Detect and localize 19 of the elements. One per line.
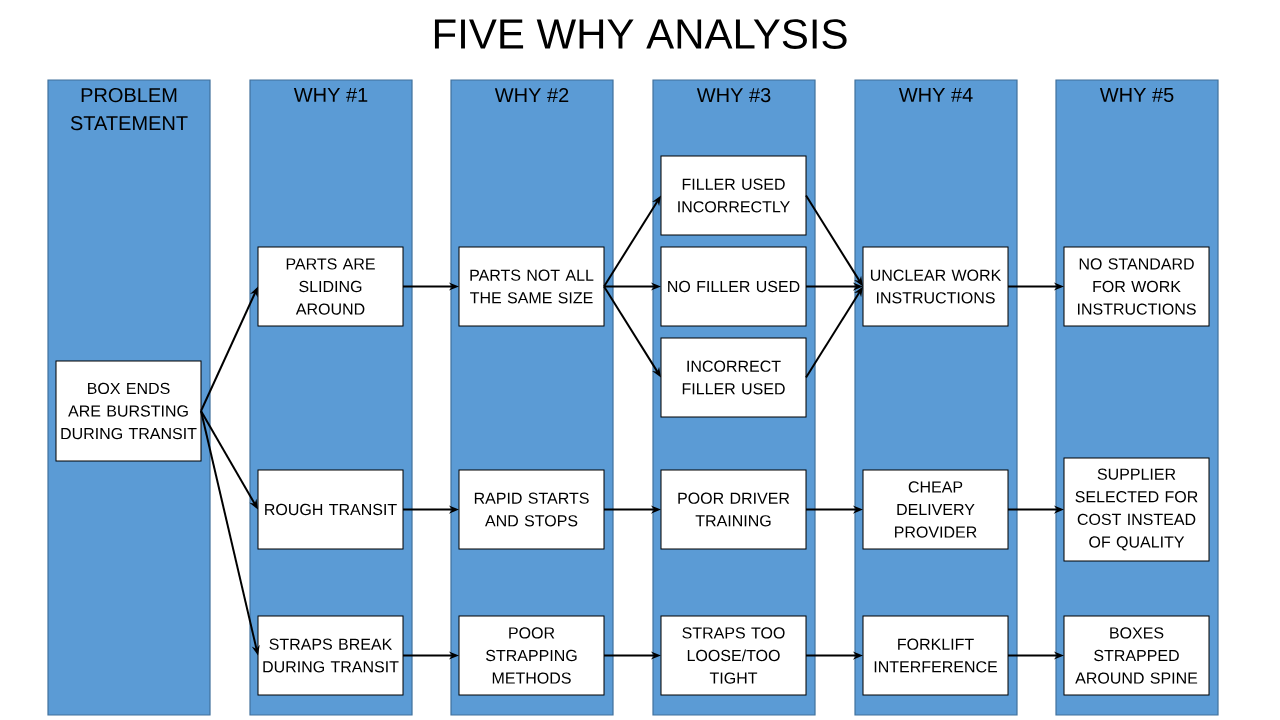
process-box: BOXES STRAPPED AROUND SPINE <box>1063 615 1210 696</box>
process-box: STRAPS BREAK DURING TRANSIT <box>257 615 404 696</box>
process-box: PARTS ARE SLIDING AROUND <box>257 246 404 327</box>
process-box: BOX ENDS ARE BURSTING DURING TRANSIT <box>55 360 202 462</box>
process-box: NO FILLER USED <box>660 246 807 327</box>
title: FIVE WHY ANALYSIS <box>434 19 847 49</box>
process-box: RAPID STARTS AND STOPS <box>458 469 605 550</box>
process-box: POOR DRIVER TRAINING <box>660 469 807 550</box>
process-box: ROUGH TRANSIT <box>257 469 404 550</box>
process-box: STRAPS TOO LOOSE/TOO TIGHT <box>660 615 807 696</box>
process-box: PARTS NOT ALL THE SAME SIZE <box>458 246 605 327</box>
process-box: INCORRECT FILLER USED <box>660 337 807 418</box>
process-box: SUPPLIER SELECTED FOR COST INSTEAD OF QUALITY <box>1063 457 1210 562</box>
process-box: FILLER USED INCORRECTLY <box>660 155 807 236</box>
process-box: NO STANDARD FOR WORK INSTRUCTIONS <box>1063 246 1210 327</box>
process-box: CHEAP DELIVERY PROVIDER <box>862 469 1009 550</box>
process-box: UNCLEAR WORK INSTRUCTIONS <box>862 246 1009 327</box>
process-box: FORKLIFT INTERFERENCE <box>862 615 1009 696</box>
process-box: POOR STRAPPING METHODS <box>458 615 605 696</box>
